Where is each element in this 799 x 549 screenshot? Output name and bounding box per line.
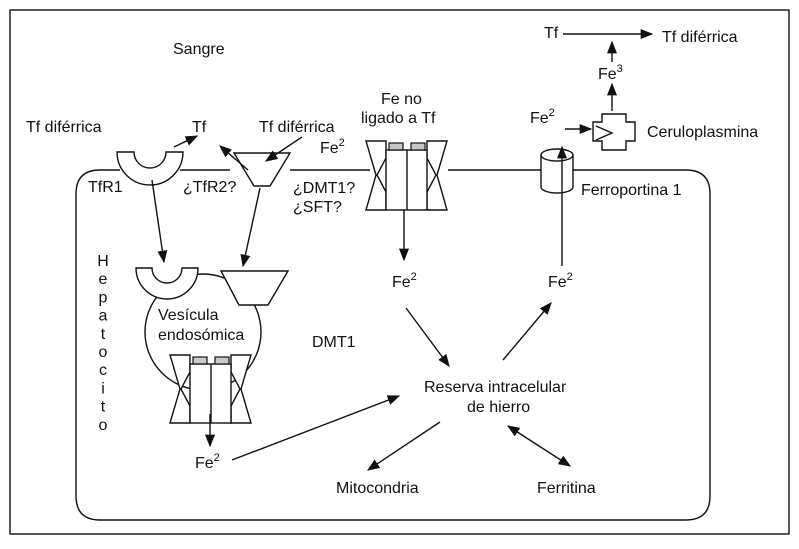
vesicle-tfr1-receptor [135, 267, 199, 300]
arrow-tfr2-endocytosis [240, 187, 261, 268]
label-vesicula-1: Vesícula [158, 307, 219, 324]
label-fe2-mid: Fe2 [392, 271, 417, 291]
label-fe2-ceruloplasmin: Fe2 [530, 107, 555, 127]
vesicle-tfr2-receptor [219, 270, 290, 306]
hepatocito-letter: a [99, 308, 108, 325]
arrow-tfr1-endocytosis [151, 179, 168, 264]
label-tfr1: TfR1 [88, 179, 123, 196]
hepatocito-letter: H [97, 253, 109, 270]
label-vesicula-2: endosómica [158, 327, 244, 344]
label-sft-question: ¿SFT? [293, 199, 342, 216]
tfr1-receptor [116, 151, 184, 186]
outer-frame [9, 9, 790, 535]
hepatocito-letter: c [99, 362, 107, 379]
label-ceruloplasmina: Ceruloplasmina [647, 124, 758, 141]
label-reserva-2: de hierro [467, 399, 530, 416]
hepatocito-letter: t [101, 326, 106, 343]
label-fe2-right: Fe2 [548, 271, 573, 291]
arrow-tfr2-tf [219, 145, 249, 171]
label-tf-diferrica-left: Tf diférrica [26, 119, 102, 136]
hepatocito-letter: o [99, 344, 108, 361]
label-dmt1: DMT1 [312, 334, 356, 351]
ferroportin-channel [540, 148, 574, 194]
label-fe-no-ligado-1: Fe no [381, 91, 422, 108]
label-fe2-bottom: Fe2 [195, 452, 220, 472]
label-tfr2: ¿TfR2? [183, 179, 236, 196]
ceruloplasmin-enzyme [592, 113, 636, 151]
label-tf-right: Tf [544, 25, 559, 42]
arrow-tfdiferrica-tfr2 [264, 136, 303, 162]
label-ferroportina: Ferroportina 1 [581, 182, 682, 199]
label-tf-diferrica-mid: Tf diférrica [259, 119, 335, 136]
label-fe-no-ligado-2: ligado a Tf [361, 110, 436, 127]
hepatocito-letter: i [101, 380, 105, 397]
hepatocito-letter: o [99, 417, 108, 434]
hepatocyte-membrane [75, 169, 711, 521]
label-mitocondria: Mitocondria [336, 480, 419, 497]
label-dmt1-question: ¿DMT1? [293, 180, 355, 197]
arrow-fe2-vesicle-reserva [231, 395, 401, 461]
label-tf-top: Tf [192, 119, 207, 136]
arrow-fe2-reserva [405, 307, 450, 368]
label-sangre: Sangre [173, 41, 225, 58]
hepatocito-letter: p [99, 289, 108, 306]
arrow-reserva-mitocondria [366, 421, 441, 471]
arrow-reserva-ferritina [506, 425, 572, 467]
hepatocito-letter: t [101, 399, 106, 416]
label-fe2-tfr2: Fe2 [320, 137, 345, 157]
dmt1-transporter-vesicle [169, 354, 252, 424]
label-ferritina: Ferritina [537, 480, 596, 497]
label-reserva-1: Reserva intracelular [424, 379, 567, 396]
label-fe3: Fe3 [598, 63, 623, 83]
arrow-tf-release [173, 135, 199, 148]
dmt1-transporter-membrane [365, 140, 448, 211]
label-tf-diferrica-right: Tf diférrica [662, 29, 738, 46]
hepatocito-letter: e [99, 271, 108, 288]
arrow-reserva-fe2 [502, 302, 552, 361]
